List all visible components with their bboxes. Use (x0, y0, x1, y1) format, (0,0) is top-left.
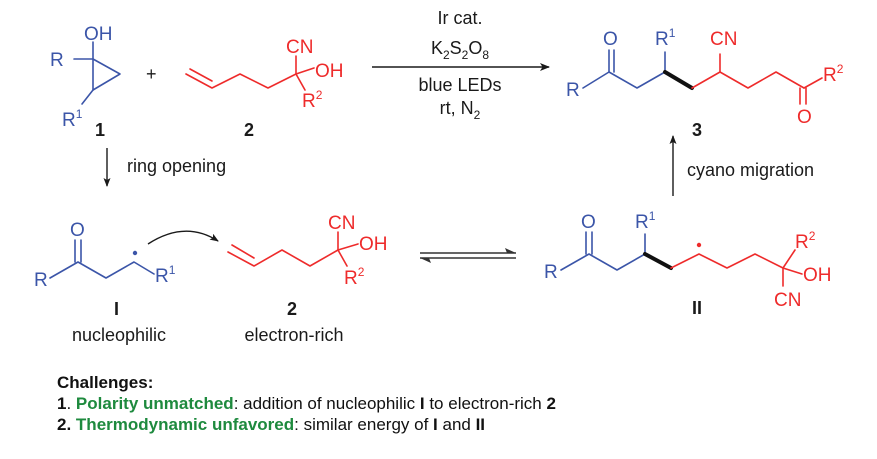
atom-r: R (50, 50, 64, 71)
atom-r1: R1 (62, 107, 83, 131)
radical-dot (696, 242, 702, 248)
compound-label-2: 2 (244, 120, 254, 140)
atom-oh: OH (315, 61, 344, 82)
product-3: O R R1 CN R2 O 3 (566, 26, 844, 140)
atom-r: R (544, 262, 558, 283)
radical-dot (132, 250, 138, 256)
condition-oxidant: K2S2O8 (431, 38, 489, 62)
atom-o-ketone: O (603, 29, 618, 50)
atom-r2: R2 (795, 229, 816, 253)
compound-2: CN OH R2 2 (185, 37, 344, 140)
challenges-title: Challenges: (57, 373, 154, 392)
condition-temp-atmosphere: rt, N2 (440, 98, 481, 122)
intermediate-label-II: II (692, 298, 702, 318)
atom-r: R (34, 270, 48, 291)
atom-o: O (70, 220, 85, 241)
atom-r2: R2 (823, 62, 844, 86)
atom-cn: CN (710, 29, 737, 50)
compound-1: OH R R1 1 (50, 24, 121, 140)
atom-r: R (566, 80, 580, 101)
compound-label-2-lower: 2 (287, 299, 297, 319)
cyano-migration-label: cyano migration (687, 160, 814, 180)
atom-o-ketone-right: O (797, 107, 812, 128)
intermediate-I: O R R1 I nucleophilic (34, 220, 176, 345)
radical-addition-arrow (147, 230, 219, 245)
compound-label-1: 1 (95, 120, 105, 140)
atom-r1: R1 (635, 209, 656, 233)
condition-light: blue LEDs (418, 75, 501, 95)
atom-oh: OH (84, 24, 113, 45)
atom-oh: OH (359, 234, 388, 255)
challenges-section: Challenges: 1. Polarity unmatched: addit… (57, 372, 556, 435)
compound-label-3: 3 (692, 120, 702, 140)
equilibrium-arrows (420, 248, 516, 263)
atom-cn: CN (328, 213, 355, 234)
ring-opening-label: ring opening (127, 156, 226, 176)
intermediate-II: O R R1 R2 OH CN II (544, 209, 832, 318)
atom-r1: R1 (655, 26, 676, 50)
descriptor-nucleophilic: nucleophilic (72, 325, 166, 345)
atom-r1: R1 (155, 263, 176, 287)
atom-cn: CN (286, 37, 313, 58)
intermediate-label-I: I (114, 299, 119, 319)
challenge-item-2: 2. Thermodynamic unfavored: similar ener… (57, 415, 486, 434)
atom-r2: R2 (344, 265, 365, 289)
challenge-item-1: 1. Polarity unmatched: addition of nucle… (57, 394, 556, 413)
alkene-2-lower: CN OH R2 2 electron-rich (227, 213, 388, 345)
atom-oh: OH (803, 265, 832, 286)
atom-o: O (581, 212, 596, 233)
atom-r2: R2 (302, 88, 323, 112)
descriptor-electron-rich: electron-rich (244, 325, 343, 345)
reaction-arrow-group: Ir cat. K2S2O8 blue LEDs rt, N2 (372, 8, 550, 122)
atom-cn: CN (774, 290, 801, 311)
condition-catalyst: Ir cat. (437, 8, 482, 28)
plus-sign: + (146, 64, 157, 84)
